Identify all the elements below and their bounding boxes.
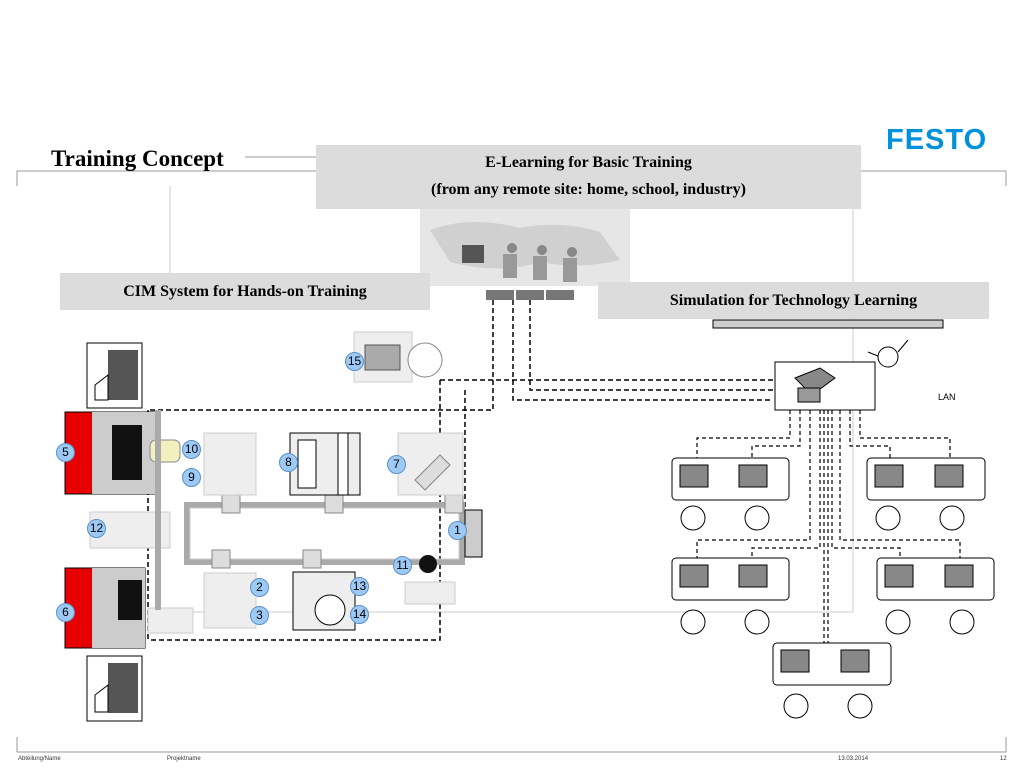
simulation-box: Simulation for Technology Learning bbox=[598, 282, 989, 319]
station-number: 9 bbox=[182, 468, 201, 487]
cim-box: CIM System for Hands-on Training bbox=[60, 273, 430, 310]
lan-label: LAN bbox=[938, 392, 956, 402]
person-icon bbox=[867, 339, 909, 368]
footer-project: Projektname bbox=[167, 756, 201, 762]
station-number: 13 bbox=[350, 577, 369, 596]
pc-cluster bbox=[866, 457, 986, 531]
station-number: 1 bbox=[448, 521, 467, 540]
station-number: 15 bbox=[345, 352, 364, 371]
station-number: 14 bbox=[350, 605, 369, 624]
person-icon bbox=[546, 247, 577, 300]
station-number: 2 bbox=[250, 578, 269, 597]
station-number: 5 bbox=[56, 443, 75, 462]
pc-cluster bbox=[671, 557, 790, 635]
station-number: 8 bbox=[279, 453, 298, 472]
pc-cluster bbox=[772, 642, 892, 719]
elearning-box: E-Learning for Basic Training (from any … bbox=[316, 145, 861, 209]
cnc-machine bbox=[64, 411, 156, 649]
elearning-subtitle: (from any remote site: home, school, ind… bbox=[431, 181, 746, 198]
footer-department: Abteilung/Name bbox=[18, 756, 61, 762]
page-title: Training Concept bbox=[51, 146, 224, 171]
footer-date: 13.03.2014 bbox=[838, 756, 869, 762]
person-icon bbox=[516, 245, 547, 300]
pc-cluster bbox=[876, 557, 995, 635]
elearning-title: E-Learning for Basic Training bbox=[485, 154, 692, 171]
workstation-icon bbox=[794, 367, 836, 403]
storage-rack-icon bbox=[86, 342, 143, 722]
station-number: 11 bbox=[393, 556, 412, 575]
footer-page: 12 bbox=[1000, 756, 1007, 762]
station-number: 6 bbox=[56, 603, 75, 622]
festo-logo: FESTO bbox=[886, 124, 988, 156]
elearning-scene bbox=[420, 209, 630, 300]
conveyor-icon bbox=[184, 494, 465, 569]
robot-icon bbox=[397, 432, 464, 496]
person-icon bbox=[462, 243, 517, 300]
station-number: 3 bbox=[250, 606, 269, 625]
station-number: 7 bbox=[387, 455, 406, 474]
pc-cluster bbox=[671, 457, 790, 531]
station-number: 12 bbox=[87, 519, 106, 538]
station-number: 10 bbox=[182, 440, 201, 459]
